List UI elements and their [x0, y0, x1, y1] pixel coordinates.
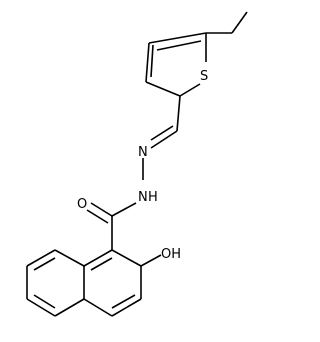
atom-carbonyl-oxygen: O — [77, 197, 87, 212]
atom-sulfur: S — [200, 69, 208, 84]
bond-naph-c3-c4-double — [111, 294, 136, 309]
atom-nitrogen-amide: N — [138, 190, 148, 205]
structure-diagram: S N N H O OH — [26, 11, 248, 317]
bond-naph-c5-c4a — [54, 298, 85, 317]
bond-naph-c8a-c1 — [83, 249, 113, 267]
bond-carbonyl-double-1 — [90, 202, 113, 217]
bond-naph-c8-c7-double — [33, 257, 56, 271]
bond-naph-c4-c4a — [83, 298, 113, 317]
bond-carbonyl-double-2 — [86, 209, 109, 224]
bond-thiophene-c3-c4-double — [150, 44, 154, 78]
bond-c2-oh — [140, 254, 162, 267]
bond-imine-double-1 — [150, 130, 178, 149]
bond-thiophene-c4-c5 — [148, 32, 207, 44]
bond-thiophene-c3-c4 — [145, 42, 150, 83]
bond-thiophene-c4-c5-double — [156, 40, 202, 51]
bond-naph-c3-c4 — [111, 298, 142, 317]
bond-naph-c6-c5-double — [33, 294, 56, 309]
atom-nitrogen-imine: N — [138, 145, 148, 160]
bond-thiophene-c2-c3 — [145, 81, 181, 97]
bond-thiophene-s-c2 — [179, 83, 201, 97]
bond-naph-c8-c7 — [26, 249, 56, 267]
bond-ethyl-ch3 — [231, 11, 248, 34]
bond-naph-c8a-c1-double — [90, 257, 113, 271]
bond-nh-carbonyl — [111, 202, 137, 217]
bond-naph-c8a-c8 — [54, 249, 85, 267]
atom-hydroxyl: OH — [161, 247, 181, 262]
bond-imine-double-2 — [150, 125, 174, 141]
bond-naph-c6-c5 — [26, 298, 56, 317]
molecule-svg: S N N H O OH — [26, 11, 248, 317]
bond-c2-ch — [176, 95, 181, 132]
atom-nh-hydrogen: H — [148, 190, 158, 205]
bond-naph-c1-c2 — [111, 249, 142, 267]
